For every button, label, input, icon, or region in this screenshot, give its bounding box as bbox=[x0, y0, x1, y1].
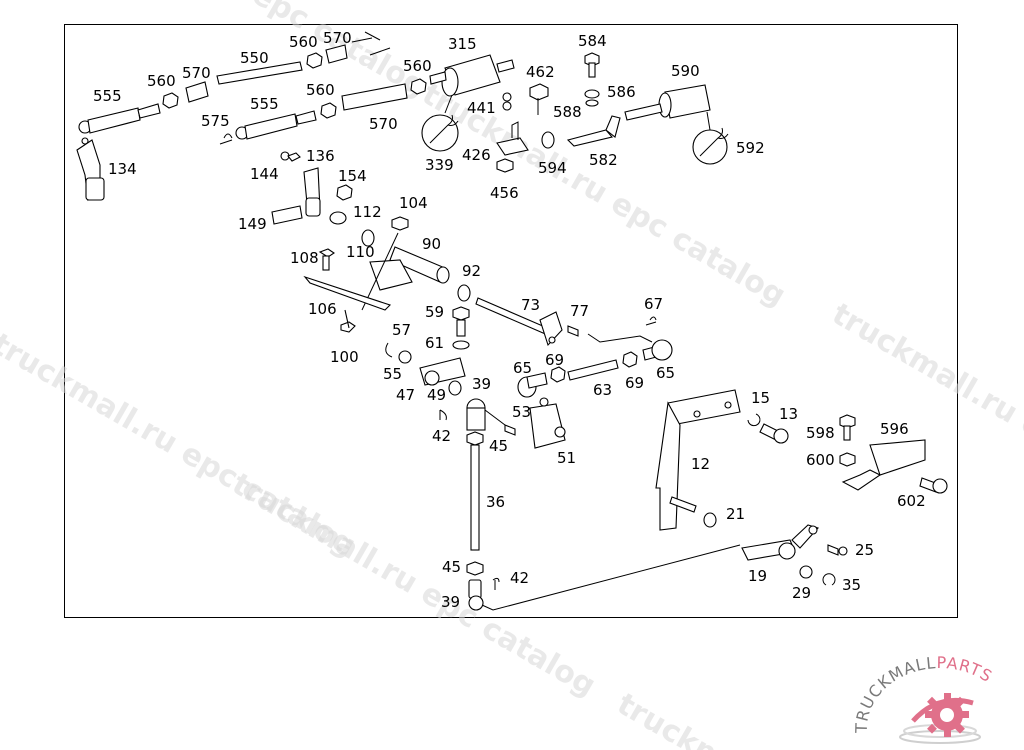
part-rod-63 bbox=[517, 339, 673, 398]
part-label[interactable]: 45 bbox=[489, 437, 508, 455]
part-label[interactable]: 92 bbox=[462, 262, 481, 280]
part-label[interactable]: 53 bbox=[512, 403, 531, 421]
part-label[interactable]: 63 bbox=[593, 381, 612, 399]
part-label[interactable]: 602 bbox=[897, 492, 926, 510]
part-pedal-bracket-12 bbox=[655, 389, 741, 531]
part-label[interactable]: 154 bbox=[338, 167, 367, 185]
part-label[interactable]: 575 bbox=[201, 112, 230, 130]
logo-text-parts: PARTS bbox=[936, 655, 996, 686]
truckmall-parts-logo: TRUCKMALLPARTS bbox=[855, 655, 996, 744]
part-label[interactable]: 110 bbox=[346, 243, 375, 261]
part-label[interactable]: 560 bbox=[147, 72, 176, 90]
part-label[interactable]: 55 bbox=[383, 365, 402, 383]
part-label[interactable]: 590 bbox=[671, 62, 700, 80]
part-label[interactable]: 39 bbox=[472, 375, 491, 393]
part-label[interactable]: 69 bbox=[545, 351, 564, 369]
part-label[interactable]: 25 bbox=[855, 541, 874, 559]
part-label[interactable]: 69 bbox=[625, 374, 644, 392]
part-label[interactable]: 67 bbox=[644, 295, 663, 313]
part-label[interactable]: 65 bbox=[513, 359, 532, 377]
part-label[interactable]: 570 bbox=[182, 64, 211, 82]
part-label[interactable]: 426 bbox=[462, 146, 491, 164]
part-label[interactable]: 90 bbox=[422, 235, 441, 253]
part-label[interactable]: 42 bbox=[510, 569, 529, 587]
part-label[interactable]: 584 bbox=[578, 32, 607, 50]
part-label[interactable]: 51 bbox=[557, 449, 576, 467]
part-label[interactable]: 77 bbox=[570, 302, 589, 320]
part-cylinder-315 bbox=[421, 54, 515, 152]
part-label[interactable]: 108 bbox=[290, 249, 319, 267]
watermark-text: truckmall.ru bbox=[611, 687, 809, 750]
part-label[interactable]: 560 bbox=[289, 33, 318, 51]
part-label[interactable]: 15 bbox=[751, 389, 770, 407]
part-label[interactable]: 29 bbox=[792, 584, 811, 602]
part-label[interactable]: 65 bbox=[656, 364, 675, 382]
part-lever-19 bbox=[741, 524, 848, 586]
part-label[interactable]: 35 bbox=[842, 576, 861, 594]
part-label[interactable]: 19 bbox=[748, 567, 767, 585]
part-rod-36 bbox=[466, 444, 741, 611]
part-label[interactable]: 600 bbox=[806, 451, 835, 469]
part-label[interactable]: 592 bbox=[736, 139, 765, 157]
part-label[interactable]: 555 bbox=[93, 87, 122, 105]
part-label[interactable]: 39 bbox=[441, 593, 460, 611]
part-label[interactable]: 49 bbox=[427, 386, 446, 404]
part-label[interactable]: 570 bbox=[323, 29, 352, 47]
part-lever-136 bbox=[271, 151, 353, 225]
part-label[interactable]: 104 bbox=[399, 194, 428, 212]
part-label[interactable]: 59 bbox=[425, 303, 444, 321]
part-bracket-426 bbox=[496, 83, 555, 173]
part-label[interactable]: 441 bbox=[467, 99, 496, 117]
part-lever-73 bbox=[539, 311, 657, 347]
part-label[interactable]: 149 bbox=[238, 215, 267, 233]
part-label[interactable]: 598 bbox=[806, 424, 835, 442]
part-label[interactable]: 13 bbox=[779, 405, 798, 423]
part-label[interactable]: 570 bbox=[369, 115, 398, 133]
part-label[interactable]: 594 bbox=[538, 159, 567, 177]
part-label[interactable]: 12 bbox=[691, 455, 710, 473]
part-label[interactable]: 339 bbox=[425, 156, 454, 174]
part-label[interactable]: 136 bbox=[306, 147, 335, 165]
diagram-frame bbox=[64, 24, 958, 618]
part-bracket-596 bbox=[839, 414, 948, 494]
watermark-text: truckmall.ru epc catalog bbox=[226, 467, 601, 704]
part-label[interactable]: 456 bbox=[490, 184, 519, 202]
part-label[interactable]: 596 bbox=[880, 420, 909, 438]
part-bolt-13 bbox=[747, 413, 789, 444]
part-label[interactable]: 315 bbox=[448, 35, 477, 53]
part-label[interactable]: 112 bbox=[353, 203, 382, 221]
part-label[interactable]: 582 bbox=[589, 151, 618, 169]
logo-text-truckmall: TRUCKMALL bbox=[855, 655, 937, 734]
part-clevis-47 bbox=[385, 306, 470, 421]
rod-assembly-upper bbox=[78, 31, 391, 134]
part-label[interactable]: 134 bbox=[108, 160, 137, 178]
part-label[interactable]: 462 bbox=[526, 63, 555, 81]
part-label[interactable]: 106 bbox=[308, 300, 337, 318]
part-labels: 555 560 570 550 560 570 575 555 560 570 … bbox=[93, 29, 926, 611]
part-label[interactable]: 144 bbox=[250, 165, 279, 183]
part-label[interactable]: 61 bbox=[425, 334, 444, 352]
part-lever-134 bbox=[76, 137, 105, 202]
part-label[interactable]: 555 bbox=[250, 95, 279, 113]
part-label[interactable]: 100 bbox=[330, 348, 359, 366]
part-label[interactable]: 73 bbox=[521, 296, 540, 314]
svg-text:TRUCKMALLPARTS: TRUCKMALLPARTS bbox=[855, 655, 996, 734]
part-label[interactable]: 560 bbox=[306, 81, 335, 99]
part-label[interactable]: 47 bbox=[396, 386, 415, 404]
part-label[interactable]: 57 bbox=[392, 321, 411, 339]
part-label[interactable]: 21 bbox=[726, 505, 745, 523]
part-label[interactable]: 588 bbox=[553, 103, 582, 121]
part-solenoid-590 bbox=[624, 84, 729, 165]
part-label[interactable]: 45 bbox=[442, 558, 461, 576]
part-label[interactable]: 560 bbox=[403, 57, 432, 75]
part-label[interactable]: 42 bbox=[432, 427, 451, 445]
part-bracket-582 bbox=[566, 52, 621, 147]
rod-assembly-lower bbox=[219, 78, 427, 145]
part-label[interactable]: 36 bbox=[486, 493, 505, 511]
part-bracket-51 bbox=[466, 397, 566, 449]
part-label[interactable]: 586 bbox=[607, 83, 636, 101]
part-label[interactable]: 550 bbox=[240, 49, 269, 67]
